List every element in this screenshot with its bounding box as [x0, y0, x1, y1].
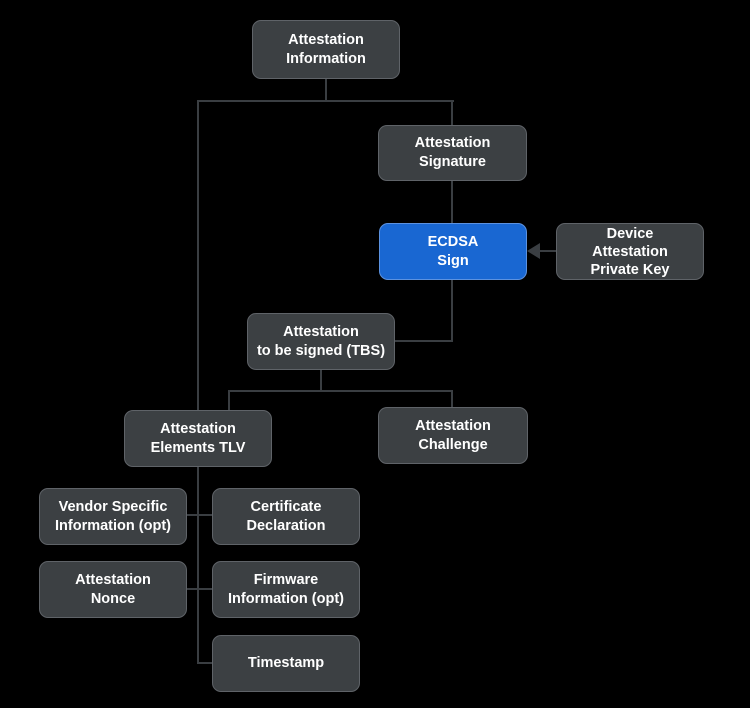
connector-stub-row2 — [187, 588, 212, 590]
arrowhead-left-icon — [527, 243, 540, 259]
connector-tbs-split — [228, 390, 453, 392]
node-timestamp: Timestamp — [212, 635, 360, 692]
node-attestation-challenge: Attestation Challenge — [378, 407, 528, 464]
node-ecdsa-sign: ECDSA Sign — [379, 223, 527, 280]
connector-privatekey-to-ecdsa — [539, 250, 556, 252]
connector-stub-row1 — [187, 514, 212, 516]
connector-signature-to-ecdsa — [451, 181, 453, 223]
connector-elements-tlv-in — [228, 390, 230, 410]
node-attestation-nonce: Attestation Nonce — [39, 561, 187, 618]
connector-top-split — [197, 100, 454, 102]
connector-tbs-down — [320, 370, 322, 391]
node-firmware-information: Firmware Information (opt) — [212, 561, 360, 618]
connector-ecdsa-to-tbs — [395, 340, 453, 342]
node-attestation-elements-tlv: Attestation Elements TLV — [124, 410, 272, 467]
node-vendor-specific-information: Vendor Specific Information (opt) — [39, 488, 187, 545]
node-attestation-signature: Attestation Signature — [378, 125, 527, 181]
connector-left-trunk-lower — [197, 467, 199, 664]
node-certificate-declaration: Certificate Declaration — [212, 488, 360, 545]
connector-ecdsa-down — [451, 280, 453, 342]
connector-info-down — [325, 79, 327, 101]
node-attestation-information: Attestation Information — [252, 20, 400, 79]
connector-stub-timestamp — [197, 662, 212, 664]
connector-signature-in — [451, 100, 453, 125]
node-device-attestation-private-key: Device Attestation Private Key — [556, 223, 704, 280]
connector-left-trunk-upper — [197, 100, 199, 410]
connector-challenge-in — [451, 390, 453, 407]
node-attestation-tbs: Attestation to be signed (TBS) — [247, 313, 395, 370]
